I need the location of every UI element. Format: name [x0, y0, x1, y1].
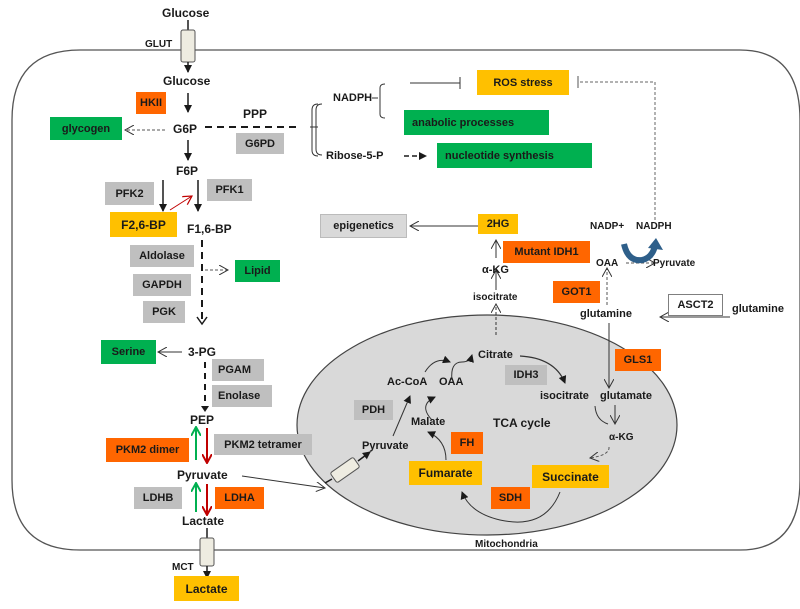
outcome-anabolic-processes: anabolic processes	[404, 110, 549, 135]
enzyme-aldolase: Aldolase	[130, 245, 194, 267]
outcome-lactate-extracellular: Lactate	[174, 576, 239, 601]
metabolite-pyruvate-mito: Pyruvate	[362, 440, 409, 452]
metabolite-glutamate: glutamate	[600, 390, 652, 402]
metabolite-succinate: Succinate	[532, 465, 609, 488]
enzyme-pfk1: PFK1	[207, 179, 252, 201]
enzyme-mutant-idh1: Mutant IDH1	[503, 241, 590, 263]
metabolite-malate: Malate	[411, 416, 446, 428]
mct-transporter-icon	[199, 537, 215, 567]
metabolite-nadp-plus: NADP+	[590, 221, 625, 232]
enzyme-sdh: SDH	[491, 487, 530, 509]
transporter-asct2: ASCT2	[668, 294, 723, 316]
metabolite-nadph-right: NADPH	[636, 221, 672, 232]
transporter-mct-label: MCT	[172, 562, 194, 573]
metabolite-glucose-intracellular: Glucose	[163, 74, 211, 88]
enzyme-pgk: PGK	[143, 301, 185, 323]
metabolite-g6p: G6P	[173, 122, 198, 136]
outcome-epigenetics: epigenetics	[320, 214, 407, 238]
tca-cycle-label: TCA cycle	[493, 416, 551, 430]
metabolite-isocitrate-cytosol: isocitrate	[473, 292, 518, 303]
metabolite-glucose-extracellular: Glucose	[162, 6, 210, 20]
enzyme-got1: GOT1	[553, 281, 600, 303]
enzyme-ldha: LDHA	[215, 487, 264, 509]
metabolite-oaa-cytosol: OAA	[596, 258, 619, 269]
transporter-glut-label: GLUT	[145, 39, 173, 50]
enzyme-g6pd: G6PD	[236, 133, 284, 154]
mito-pyruvate-carrier-icon	[330, 457, 360, 483]
enzyme-pkm2-dimer: PKM2 dimer	[106, 438, 189, 462]
mitochondrion	[296, 314, 678, 536]
metabolite-isocitrate-mito: isocitrate	[540, 390, 589, 402]
metabolite-f26bp: F2,6-BP	[110, 212, 177, 237]
outcome-ros-stress: ROS stress	[477, 70, 569, 95]
enzyme-pkm2-tetramer: PKM2 tetramer	[214, 434, 312, 455]
outcome-lipid: Lipid	[235, 260, 280, 282]
metabolite-nadph: NADPH	[333, 92, 373, 104]
glut-transporter-icon	[180, 29, 196, 63]
enzyme-hkii: HKII	[136, 92, 166, 114]
outcome-glycogen: glycogen	[50, 117, 122, 140]
enzyme-pfk2: PFK2	[105, 182, 154, 205]
metabolite-acetyl-coa: Ac-CoA	[387, 376, 428, 388]
mitochondria-label: Mitochondria	[475, 539, 538, 550]
metabolite-f6p: F6P	[176, 164, 199, 178]
enzyme-pgam: PGAM	[212, 359, 264, 381]
metabolite-akg-cytosol: α-KG	[482, 264, 509, 276]
pathway-ppp-label: PPP	[243, 107, 268, 121]
enzyme-idh3: IDH3	[505, 365, 547, 385]
enzyme-gapdh: GAPDH	[133, 274, 191, 296]
enzyme-fh: FH	[451, 432, 483, 454]
outcome-nucleotide-synthesis: nucleotide synthesis	[437, 143, 592, 168]
enzyme-pdh: PDH	[354, 400, 393, 420]
enzyme-enolase: Enolase	[212, 385, 272, 407]
metabolite-fumarate: Fumarate	[409, 461, 482, 485]
metabolite-pyruvate-right: Pyruvate	[653, 258, 696, 269]
enzyme-gls1: GLS1	[615, 349, 661, 371]
metabolite-pyruvate: Pyruvate	[177, 468, 228, 482]
metabolite-3pg: 3-PG	[188, 345, 217, 359]
metabolite-ribose-5-p: Ribose-5-P	[326, 150, 384, 162]
cell-membrane	[11, 49, 800, 551]
metabolite-oaa-mito: OAA	[439, 376, 464, 388]
nadp-nadph-cycle-icon	[621, 243, 658, 264]
metabolite-2hg: 2HG	[478, 214, 518, 234]
metabolite-f16bp: F1,6-BP	[187, 222, 232, 236]
metabolite-lactate-intracellular: Lactate	[182, 514, 225, 528]
enzyme-ldhb: LDHB	[134, 487, 182, 509]
outcome-serine: Serine	[101, 340, 156, 364]
metabolite-glutamine-extracellular: glutamine	[732, 303, 784, 315]
metabolite-citrate: Citrate	[478, 349, 513, 361]
metabolite-pep: PEP	[190, 413, 215, 427]
metabolite-akg-mito: α-KG	[609, 432, 634, 443]
metabolite-glutamine-intracellular: glutamine	[580, 308, 632, 320]
